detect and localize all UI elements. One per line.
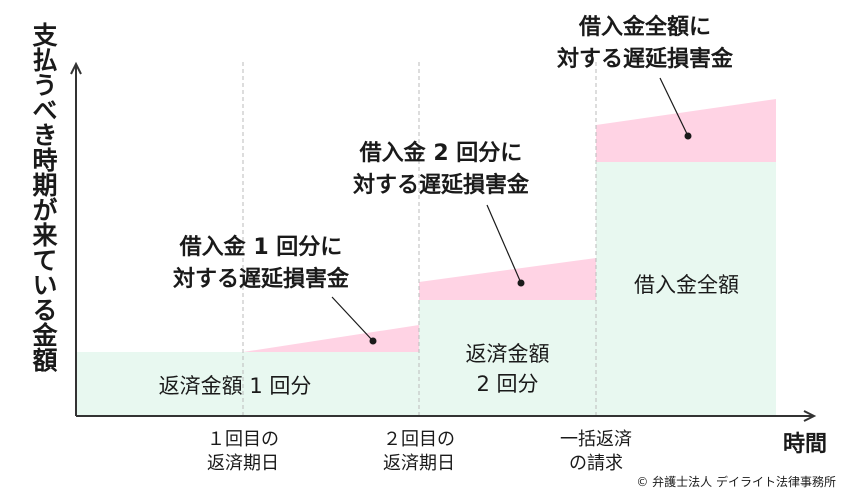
tick-label-2: ２回目の 返済期日 bbox=[383, 429, 455, 474]
penalty-wedge-2 bbox=[419, 258, 596, 300]
leader-line-2 bbox=[486, 204, 522, 284]
area-label-full: 借入金全額 bbox=[634, 273, 739, 297]
x-axis-arrowhead bbox=[803, 410, 817, 422]
leader-line-1 bbox=[331, 296, 374, 342]
leader-line-3 bbox=[659, 77, 689, 137]
penalty-wedge-1 bbox=[243, 325, 419, 352]
copyright-notice: © 弁護士法人 デイライト法律事務所 bbox=[636, 475, 836, 489]
leader-dot-2 bbox=[517, 279, 525, 287]
area-label-repay-2: 返済金額 2 回分 bbox=[465, 342, 550, 396]
y-axis-label: 支払うべき時期が来ている金額 bbox=[29, 22, 58, 372]
annotation-penalty-2: 借入金 2 回分に 対する遅延損害金 bbox=[352, 141, 529, 198]
annotation-penalty-full: 借入金全額に 対する遅延損害金 bbox=[556, 15, 733, 72]
annotation-penalty-1: 借入金 1 回分に 対する遅延損害金 bbox=[172, 235, 349, 292]
leader-dot-1 bbox=[369, 337, 377, 345]
y-axis-arrowhead bbox=[70, 61, 82, 75]
tick-label-1: １回目の 返済期日 bbox=[207, 429, 279, 474]
area-label-repay-1: 返済金額 1 回分 bbox=[158, 374, 312, 398]
principal-step-2 bbox=[419, 300, 596, 416]
principal-step-1 bbox=[76, 352, 419, 416]
leader-dot-3 bbox=[684, 132, 692, 140]
principal-step-full bbox=[596, 162, 776, 416]
x-axis-label: 時間 bbox=[783, 432, 828, 457]
tick-label-3: 一括返済 の請求 bbox=[560, 429, 632, 474]
